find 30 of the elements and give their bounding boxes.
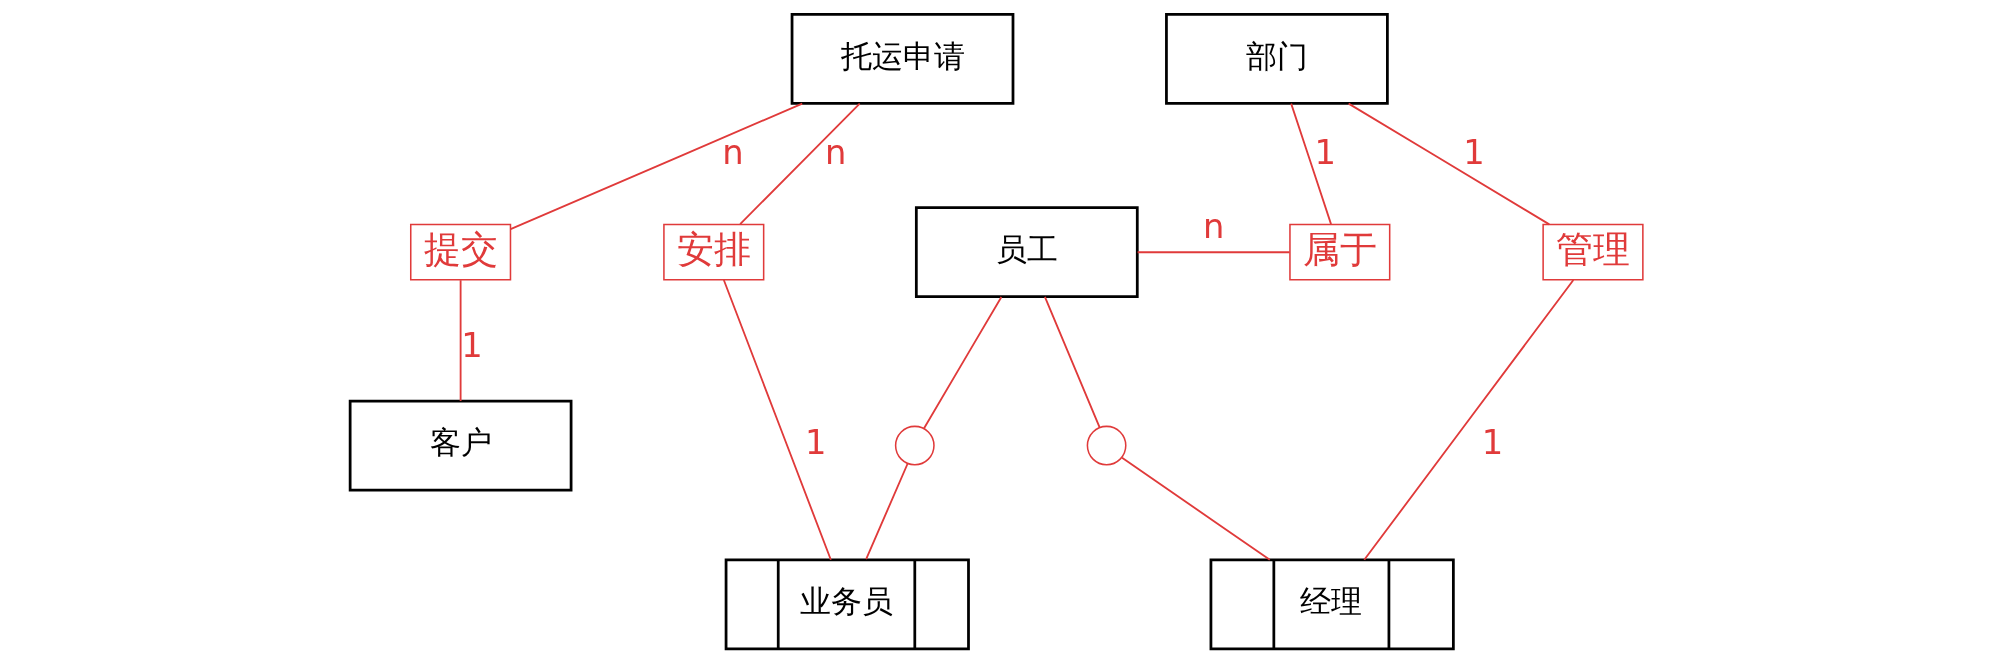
node-box: 提交 [410,223,512,281]
edge-label: 1 [1314,133,1336,173]
node-box: 安排 [663,223,765,281]
edge-label: 1 [1481,423,1504,463]
edge-label: 1 [461,326,483,366]
node-box: 部门 [1165,13,1389,105]
connector [739,102,861,225]
connector [923,296,1003,430]
node-box: 托运申请 [790,13,1015,105]
edge-label: 1 [1463,133,1485,173]
edge-label: n [825,133,847,173]
node-box: 客户 [348,399,573,492]
node-box: 属于 [1289,223,1391,281]
node-circle [894,425,935,466]
connector [509,102,804,231]
connector [1121,456,1271,561]
node-box: 员工 [914,206,1139,299]
connector [459,279,462,402]
connector [1136,251,1291,254]
connector [865,462,909,561]
node-box: 管理 [1542,223,1644,281]
connector [1347,102,1551,226]
connector [1044,296,1101,429]
connector [722,279,832,561]
node-circle [1086,425,1127,466]
connector [1363,279,1575,561]
connector [1290,102,1332,225]
edge-label: 1 [805,423,827,463]
edge-label: n [722,133,744,173]
edge-label: n [1202,206,1225,246]
